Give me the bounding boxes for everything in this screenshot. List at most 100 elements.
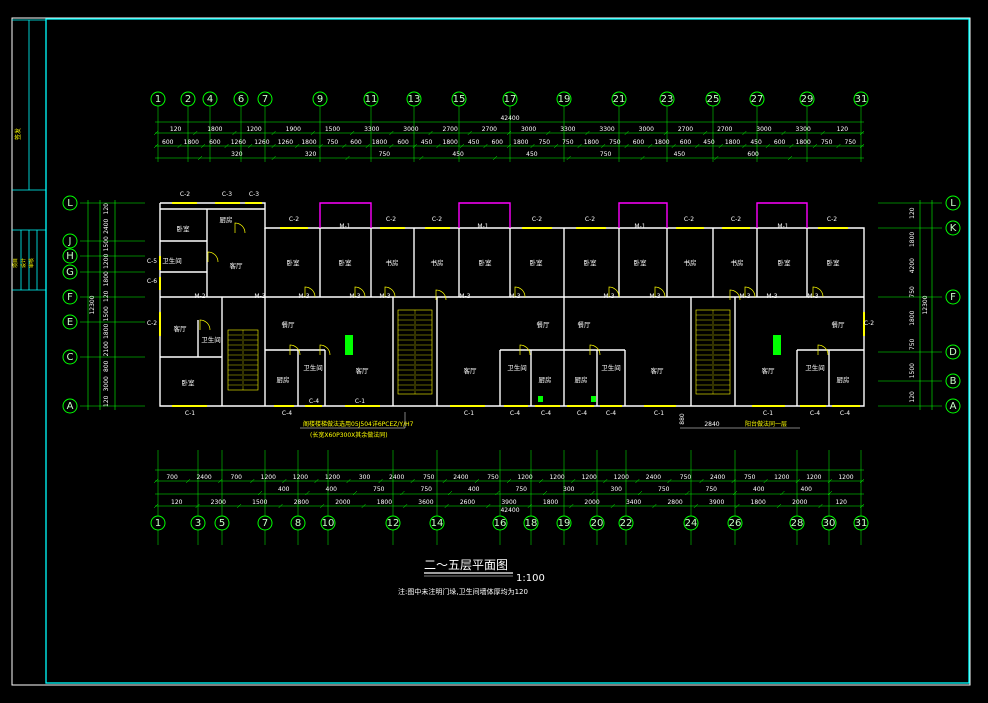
- grid-bubble-left-label: A: [67, 401, 74, 412]
- dim-value: 750: [421, 486, 433, 493]
- opening-tag: C-2: [289, 216, 299, 223]
- dim-tick: [542, 490, 548, 496]
- stair-leader: [300, 412, 800, 429]
- grid-bubble-bottom-label: 24: [685, 518, 698, 529]
- opening-tag: M-3: [509, 293, 520, 300]
- dim-tick: [442, 478, 447, 484]
- dim-tick: [648, 143, 653, 149]
- dim-misc-1: 2840: [704, 421, 719, 428]
- right-note: 阳台做法同一层: [745, 420, 787, 428]
- dim-value: 1200: [838, 474, 853, 481]
- opening-tag: C-2: [532, 216, 542, 223]
- dim-tick: [506, 478, 512, 484]
- dim-value: 1500: [103, 236, 110, 251]
- stair-treads: [228, 310, 730, 394]
- grid-bubble-left: E: [62, 314, 78, 330]
- dim-tick: [624, 143, 629, 149]
- dim-tick: [731, 478, 736, 484]
- dim-value: 2000: [792, 499, 807, 506]
- dim-value: 1200: [614, 474, 629, 481]
- dim-value: 4200: [909, 258, 916, 273]
- grid-bubble-bottom-label: 10: [322, 518, 335, 529]
- grid-bubble-left: A: [62, 398, 78, 414]
- grid-bubble-top-label: 31: [855, 94, 868, 105]
- grid-bubble-top-label: 25: [707, 94, 720, 105]
- dim-tick: [410, 478, 415, 484]
- dim-value: 1200: [582, 474, 597, 481]
- outer-frame: [11, 17, 971, 686]
- dim-value: 450: [674, 151, 686, 158]
- door-swing: [435, 289, 447, 301]
- dim-value: 1500: [103, 306, 110, 321]
- room-label: 书房: [386, 258, 399, 267]
- opening-tag: M-3: [649, 293, 660, 300]
- dim-value: 1800: [725, 139, 740, 146]
- room-label: 卫生间: [507, 363, 527, 372]
- grid-bubble-right-label: L: [950, 198, 956, 209]
- grid-bubble-top: 19: [556, 91, 572, 107]
- room-label: 卫生间: [303, 363, 323, 372]
- dim-value: 3000: [521, 126, 536, 133]
- dim-tick: [506, 143, 512, 149]
- grid-bubble-left: H: [62, 248, 78, 264]
- room-label: 厨房: [575, 375, 588, 384]
- room-label: 卧室: [634, 258, 648, 267]
- dim-tick: [671, 143, 676, 149]
- dim-tick: [361, 503, 366, 509]
- dimension-ticks-bottom: [153, 478, 865, 509]
- dim-value: 600: [680, 139, 692, 146]
- opening-tag: C-1: [355, 398, 365, 405]
- dim-tick: [663, 130, 669, 136]
- dim-value: 120: [103, 290, 110, 302]
- dimension-lines-sides: [80, 200, 942, 410]
- grid-bubble-left: F: [62, 289, 78, 305]
- stair-note-1: 阁楼楼梯做法选用05J504详6PCEZ/Y/H7: [303, 420, 414, 428]
- dim-value: 450: [421, 139, 433, 146]
- dim-value: 600: [350, 139, 362, 146]
- dim-tick: [718, 143, 723, 149]
- opening-tag: C-2: [386, 216, 396, 223]
- dim-value: 400: [753, 486, 765, 493]
- dim-value: 120: [837, 126, 849, 133]
- opening-tag: M-3: [603, 293, 614, 300]
- room-label: 餐厅: [537, 320, 551, 329]
- dim-tick: [319, 503, 325, 509]
- dim-value: 1200: [806, 474, 821, 481]
- grid-bubble-top: 23: [659, 91, 675, 107]
- room-label: 客厅: [464, 366, 478, 375]
- grid-bubble-top-label: 17: [504, 94, 517, 105]
- dim-value: 600: [209, 139, 221, 146]
- grid-bubble-bottom: 30: [821, 515, 837, 531]
- dim-value: 2800: [294, 499, 309, 506]
- dim-tick: [827, 490, 833, 496]
- dim-tick: [483, 143, 488, 149]
- dim-tick: [153, 478, 159, 484]
- strip-label-4: 审核: [28, 258, 35, 268]
- dim-tick: [247, 143, 253, 149]
- opening-tag: C-2: [147, 320, 157, 327]
- opening-tag: C-4: [510, 410, 520, 417]
- strip-label-2: 项目: [13, 258, 19, 268]
- dim-tick: [566, 155, 571, 161]
- dim-tick: [714, 155, 719, 161]
- dim-tick: [282, 478, 287, 484]
- dim-value: 1800: [543, 499, 558, 506]
- dim-value: 1500: [252, 499, 267, 506]
- grid-bubble-top: 27: [749, 91, 765, 107]
- dim-value: 320: [231, 151, 243, 158]
- opening-tag: C-4: [606, 410, 616, 417]
- door-swing: [744, 286, 756, 298]
- dim-tick: [295, 143, 300, 149]
- grid-bubble-right-label: B: [950, 376, 957, 387]
- dim-value: 750: [909, 338, 916, 350]
- opening-tag: M-1: [634, 223, 645, 230]
- dim-value: 120: [909, 391, 916, 403]
- grid-bubble-top: 31: [853, 91, 869, 107]
- opening-tag: C-3: [222, 191, 232, 198]
- dim-value: 320: [305, 151, 317, 158]
- dim-value: 1800: [796, 139, 811, 146]
- dim-tick: [859, 503, 865, 509]
- dim-tick: [600, 143, 606, 149]
